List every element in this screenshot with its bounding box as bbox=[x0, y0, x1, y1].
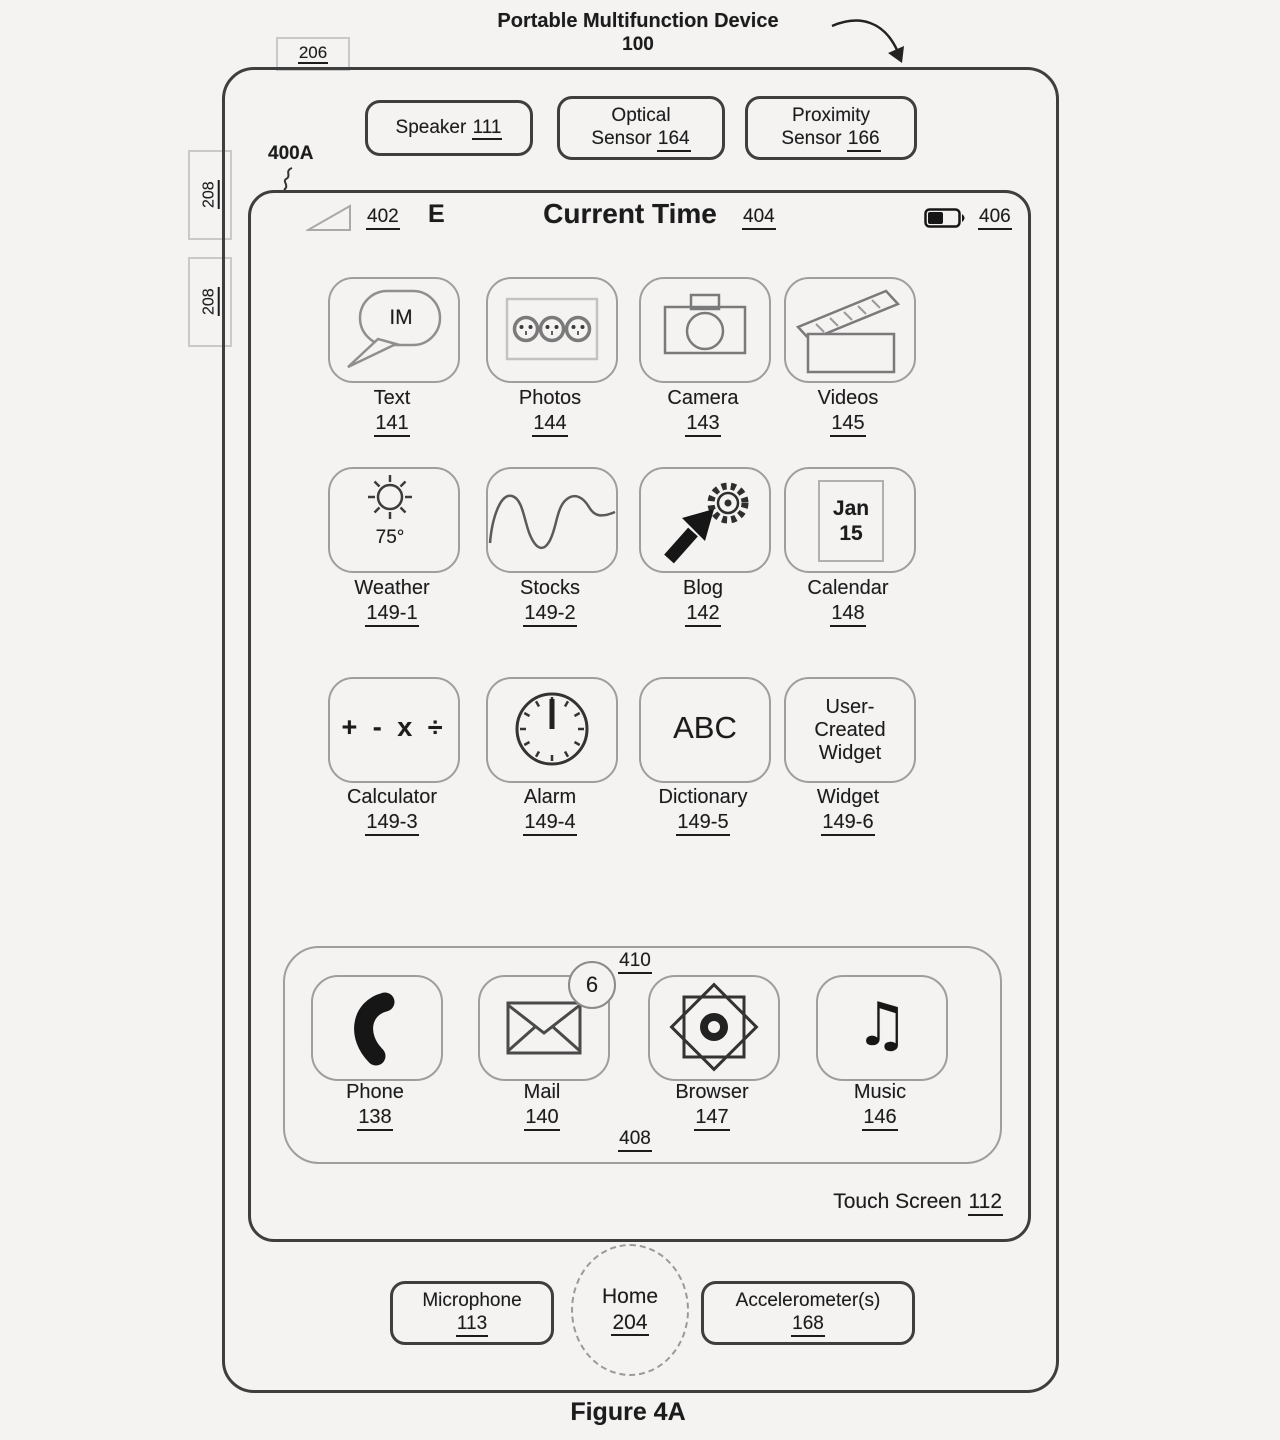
envelope-icon bbox=[506, 1001, 582, 1055]
photos-faces-icon bbox=[505, 297, 599, 361]
dock-ref-410: 410 bbox=[595, 950, 675, 974]
speaker-label: Speaker 111 bbox=[396, 116, 503, 141]
dock-icon-music[interactable]: ♫ bbox=[816, 975, 948, 1081]
app-icon-camera[interactable] bbox=[639, 277, 771, 383]
app-icon-alarm[interactable] bbox=[486, 677, 618, 783]
sun-icon bbox=[368, 475, 412, 519]
music-note-icon: ♫ bbox=[855, 990, 909, 1060]
app-icon-calendar[interactable]: Jan 15 bbox=[784, 467, 916, 573]
stock-curve-icon bbox=[488, 494, 616, 550]
battery-ref: 406 bbox=[978, 206, 1012, 230]
mail-badge-count: 6 bbox=[585, 972, 599, 997]
app-icon-photos[interactable] bbox=[486, 277, 618, 383]
ref-208-top-label: 208 bbox=[200, 180, 220, 210]
app-icon-blog[interactable] bbox=[639, 467, 771, 573]
lead-arrow bbox=[831, 19, 904, 63]
signal-strength-icon bbox=[306, 204, 351, 231]
dock-ref-408: 408 bbox=[595, 1128, 675, 1152]
home-ref: 204 bbox=[611, 1310, 649, 1337]
device-body bbox=[222, 67, 1059, 1393]
im-speech-bubble-icon bbox=[347, 289, 442, 369]
operator-label: E bbox=[428, 200, 445, 228]
microphone-label: Microphone bbox=[422, 1290, 522, 1312]
dock-icon-phone[interactable] bbox=[311, 975, 443, 1081]
phone-handset-icon bbox=[354, 992, 395, 1066]
accelerometer-ref: 168 bbox=[791, 1312, 825, 1337]
temperature-label: 75° bbox=[375, 527, 405, 548]
abc-label: ABC bbox=[673, 710, 737, 745]
touch-screen bbox=[248, 190, 1031, 1242]
ref-tab-206: 206 bbox=[276, 37, 350, 71]
touch-screen-ref: Touch Screen 112 bbox=[755, 1190, 1003, 1216]
user-created-widget-text: User- Created Widget bbox=[814, 695, 886, 764]
speaker-box: Speaker 111 bbox=[365, 100, 533, 156]
app-icon-text[interactable]: IM bbox=[328, 277, 460, 383]
signal-ref: 402 bbox=[366, 206, 400, 230]
current-time-label: Current Time bbox=[543, 198, 717, 229]
clapperboard-icon bbox=[795, 289, 901, 374]
home-label: Home bbox=[601, 1284, 659, 1308]
clock-icon bbox=[515, 692, 589, 766]
optical-sensor-line2: Sensor 164 bbox=[591, 127, 691, 152]
time-ref: 404 bbox=[742, 206, 776, 230]
accelerometer-label: Accelerometer(s) bbox=[735, 1290, 881, 1312]
accelerometer-box: Accelerometer(s) 168 bbox=[701, 1281, 915, 1345]
dock-tray bbox=[283, 946, 1002, 1164]
microphone-box: Microphone 113 bbox=[390, 1281, 554, 1345]
compass-star-icon bbox=[669, 982, 759, 1072]
home-button[interactable]: Home 204 bbox=[571, 1244, 689, 1376]
proximity-sensor-line2: Sensor 166 bbox=[781, 127, 881, 152]
app-icon-widget[interactable]: User- Created Widget bbox=[784, 677, 916, 783]
optical-sensor-box: Optical Sensor 164 bbox=[557, 96, 725, 160]
mail-badge: 6 bbox=[568, 961, 616, 1009]
im-label: IM bbox=[389, 306, 413, 329]
calendar-month: Jan bbox=[832, 497, 870, 520]
optical-sensor-line1: Optical bbox=[611, 105, 671, 127]
camera-icon bbox=[663, 293, 747, 355]
device-ref-100: 100 bbox=[622, 34, 654, 55]
app-icon-dictionary[interactable]: ABC bbox=[639, 677, 771, 783]
dock-icon-mail[interactable] bbox=[478, 975, 610, 1081]
ref-400a-squiggle bbox=[283, 167, 293, 191]
proximity-sensor-box: Proximity Sensor 166 bbox=[745, 96, 917, 160]
figure-title: Portable Multifunction Device bbox=[497, 10, 779, 32]
microphone-ref: 113 bbox=[455, 1312, 489, 1337]
dock-icon-browser[interactable] bbox=[648, 975, 780, 1081]
ref-206-label: 206 bbox=[297, 43, 329, 65]
calendar-page: Jan 15 bbox=[818, 480, 884, 562]
math-symbols-label: + - x ÷ bbox=[341, 712, 447, 742]
app-icon-calculator[interactable]: + - x ÷ bbox=[328, 677, 460, 783]
ref-400a-label: 400A bbox=[268, 143, 314, 164]
proximity-sensor-line1: Proximity bbox=[791, 105, 871, 127]
app-icon-videos[interactable] bbox=[784, 277, 916, 383]
cursor-gear-icon bbox=[664, 482, 749, 564]
battery-icon bbox=[924, 208, 965, 228]
app-icon-weather[interactable]: 75° bbox=[328, 467, 460, 573]
calendar-day: 15 bbox=[839, 522, 863, 545]
app-icon-stocks[interactable] bbox=[486, 467, 618, 573]
figure-caption: Figure 4A bbox=[570, 1398, 686, 1426]
ref-208-bottom-label: 208 bbox=[200, 287, 220, 317]
